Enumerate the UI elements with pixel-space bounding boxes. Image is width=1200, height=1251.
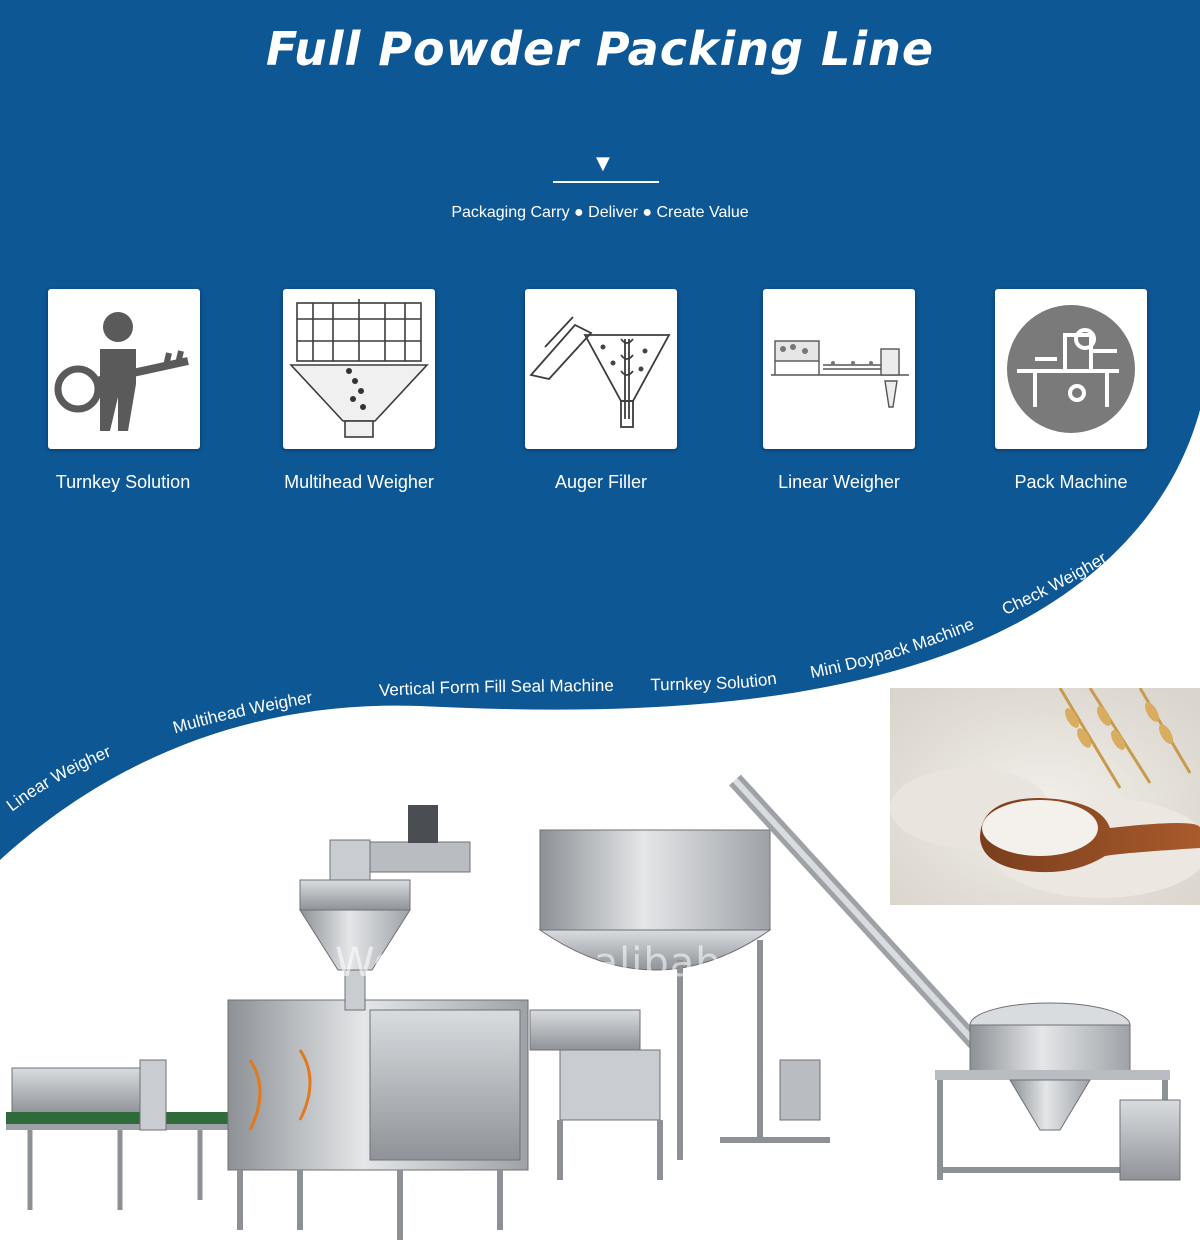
card-turnkey-solution[interactable]: [48, 289, 200, 449]
watermark: Weighlin.en.alibaba.com: [335, 940, 850, 986]
down-triangle-icon: ▼: [596, 153, 610, 174]
multihead-weigher-icon: [289, 299, 429, 438]
pack-machine-icon: [1007, 305, 1135, 433]
auger-filler-icon: [529, 316, 671, 428]
tagline: Packaging Carry ● Deliver ● Create Value: [451, 204, 749, 221]
card-label-turnkey-solution: Turnkey Solution: [55, 472, 191, 492]
card-label-linear-weigher: Linear Weigher: [778, 472, 900, 492]
title-divider: [553, 181, 659, 183]
card-multihead-weigher[interactable]: [283, 289, 435, 449]
page-title-text: Full Powder Packing Line: [265, 22, 935, 76]
linear-weigher-icon: [771, 340, 909, 408]
powder-packing-line-photo: [6, 774, 1181, 1240]
card-label-multihead-weigher: Multihead Weigher: [284, 472, 434, 492]
card-auger-filler[interactable]: [525, 289, 677, 449]
turnkey-person-key-icon: [54, 312, 189, 431]
card-label-auger-filler: Auger Filler: [554, 472, 648, 492]
page-title: Full Powder Packing Line: [0, 22, 1140, 76]
card-pack-machine[interactable]: [995, 289, 1147, 449]
card-label-pack-machine: Pack Machine: [1014, 472, 1128, 492]
flour-wheat-spoon-photo: [890, 688, 1200, 905]
card-linear-weigher[interactable]: [763, 289, 915, 449]
